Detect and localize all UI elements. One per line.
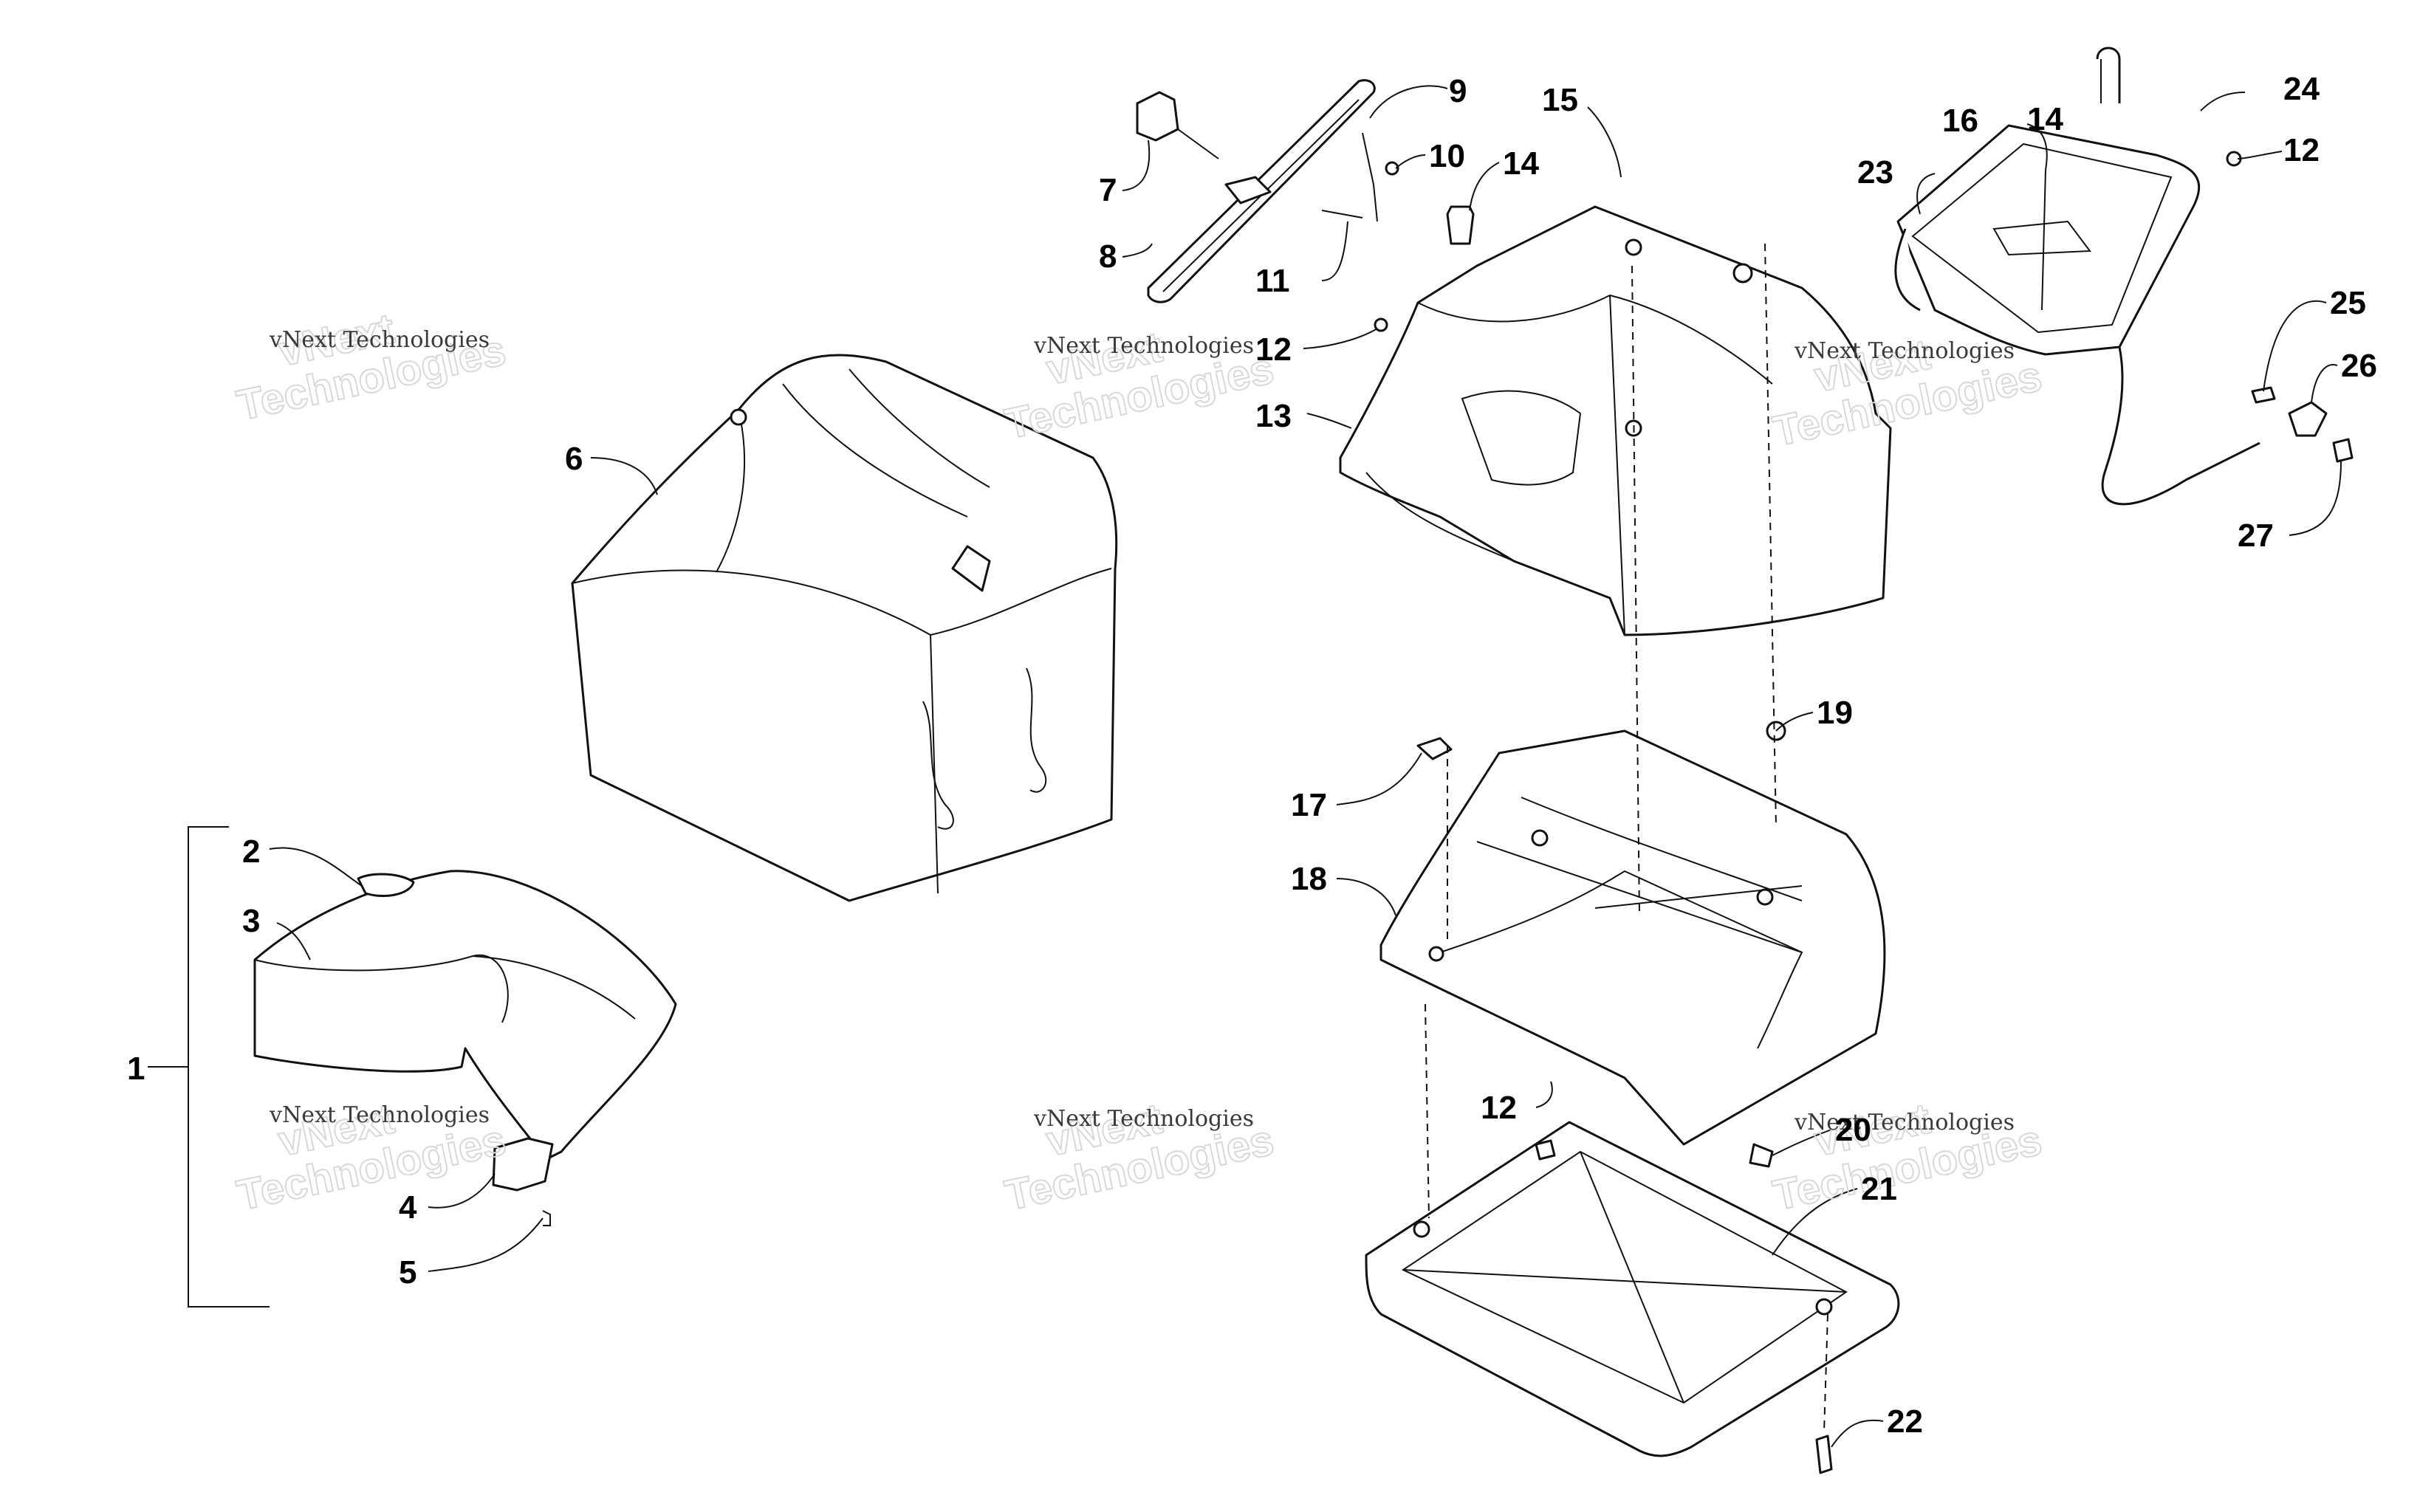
callout-12: 12: [1481, 1090, 1517, 1126]
callout-15: 15: [1542, 82, 1578, 118]
watermark-text: vNext Technologies: [1794, 338, 2015, 364]
watermark-text: vNext Technologies: [1794, 1110, 2015, 1135]
watermark-text: vNext Technologies: [269, 1102, 490, 1128]
callout-25: 25: [2330, 285, 2366, 321]
callout-8: 8: [1099, 238, 1117, 275]
callout-27: 27: [2238, 518, 2274, 554]
leader-lines: [269, 85, 2342, 1448]
callout-1: 1: [127, 1051, 145, 1087]
callout-24: 24: [2283, 71, 2320, 107]
tray: [1365, 1121, 1900, 1474]
callout-4: 4: [399, 1189, 417, 1226]
watermark-text: vNext Technologies: [1033, 1106, 1254, 1132]
callout-2: 2: [242, 834, 260, 870]
callout-18: 18: [1291, 861, 1327, 897]
callout-7: 7: [1099, 172, 1117, 208]
callout-11: 11: [1255, 263, 1290, 299]
callout-10: 10: [1429, 138, 1465, 174]
watermark-text: vNext Technologies: [269, 327, 490, 353]
callout-21: 21: [1861, 1171, 1897, 1207]
callout-6: 6: [565, 441, 583, 477]
lower-frame: [1379, 721, 1886, 1168]
cargo-bag: [571, 354, 1118, 902]
callout-20: 20: [1835, 1112, 1871, 1148]
seat-assembly: [148, 826, 677, 1307]
callout-12: 12: [2283, 132, 2320, 168]
upper-rack: [1339, 205, 1892, 636]
callout-23: 23: [1857, 154, 1893, 190]
callout-22: 22: [1887, 1403, 1923, 1440]
callout-17: 17: [1291, 787, 1327, 823]
assembly-guides: [1425, 243, 1828, 1433]
callout-3: 3: [242, 903, 260, 939]
callout-14: 14: [1503, 145, 1539, 182]
watermark-text: vNext Technologies: [1033, 333, 1254, 359]
callout-13: 13: [1255, 398, 1292, 434]
callout-14: 14: [2027, 101, 2063, 137]
callout-26: 26: [2341, 348, 2377, 384]
rear-rail: [1894, 47, 2354, 506]
lid-parts: [1136, 79, 1399, 303]
callout-labels: 1 2 3 4 5 6 7 8 9 10 11 12 13 14 15 14 1…: [127, 71, 2377, 1440]
callout-19: 19: [1817, 695, 1853, 731]
callout-9: 9: [1449, 73, 1467, 109]
callout-5: 5: [399, 1254, 417, 1291]
callout-12: 12: [1255, 331, 1292, 368]
callout-16: 16: [1942, 103, 1978, 139]
